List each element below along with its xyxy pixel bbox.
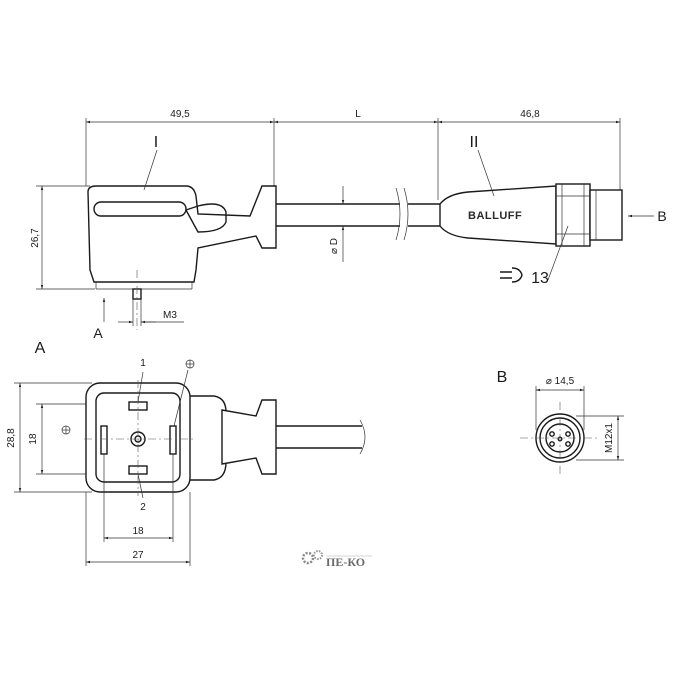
wrench-icon xyxy=(500,267,523,283)
connector-tip xyxy=(589,189,623,241)
break-line xyxy=(395,187,401,241)
cable-strain-relief xyxy=(221,399,277,475)
m12-pin xyxy=(549,431,555,437)
wrench-size: 13 xyxy=(531,270,549,287)
part-label-2: II xyxy=(470,134,479,151)
dim-46-8: 46,8 xyxy=(520,109,540,120)
ground-symbol-left-icon xyxy=(61,425,71,435)
brand-label: BALLUFF xyxy=(468,210,522,222)
view-b: B ⌀ 14,5 M12x1 xyxy=(497,369,624,474)
cable-tail xyxy=(190,395,227,481)
dim-m12x1: M12x1 xyxy=(604,423,615,453)
dim-28-8: 28,8 xyxy=(6,428,17,448)
view-b-title: B xyxy=(497,369,508,386)
dim-26-7: 26,7 xyxy=(30,228,41,248)
pin-2-label: 2 xyxy=(140,502,146,513)
company-logo: ПЕ-КО xyxy=(301,550,372,569)
view-a: A 28,8 18 1 2 xyxy=(6,340,366,566)
dim-m3: M3 xyxy=(163,310,177,321)
logo-text: ПЕ-КО xyxy=(326,555,365,569)
ground-symbol-icon xyxy=(173,359,195,427)
dim-diameter-d: ⌀ D xyxy=(329,238,340,254)
part-label-1: I xyxy=(154,134,158,151)
dim-18-width: 18 xyxy=(132,526,144,537)
dim-27: 27 xyxy=(132,550,144,561)
side-view: 49,5 L 46,8 26,7 M3 A I xyxy=(30,109,667,341)
dim-18-height: 18 xyxy=(28,433,39,445)
view-b-marker: B xyxy=(657,208,666,224)
dim-14-5: ⌀ 14,5 xyxy=(546,376,575,387)
view-a-title: A xyxy=(35,340,46,357)
dim-49-5: 49,5 xyxy=(170,109,190,120)
gear-icon xyxy=(301,550,323,565)
connector-grip xyxy=(93,201,187,217)
valve-connector-body xyxy=(87,185,277,283)
connector-neck xyxy=(184,203,227,233)
knurled-nut xyxy=(555,183,591,247)
pin-1-label: 1 xyxy=(140,358,146,369)
dim-l: L xyxy=(355,109,361,120)
view-a-marker: A xyxy=(93,325,103,341)
